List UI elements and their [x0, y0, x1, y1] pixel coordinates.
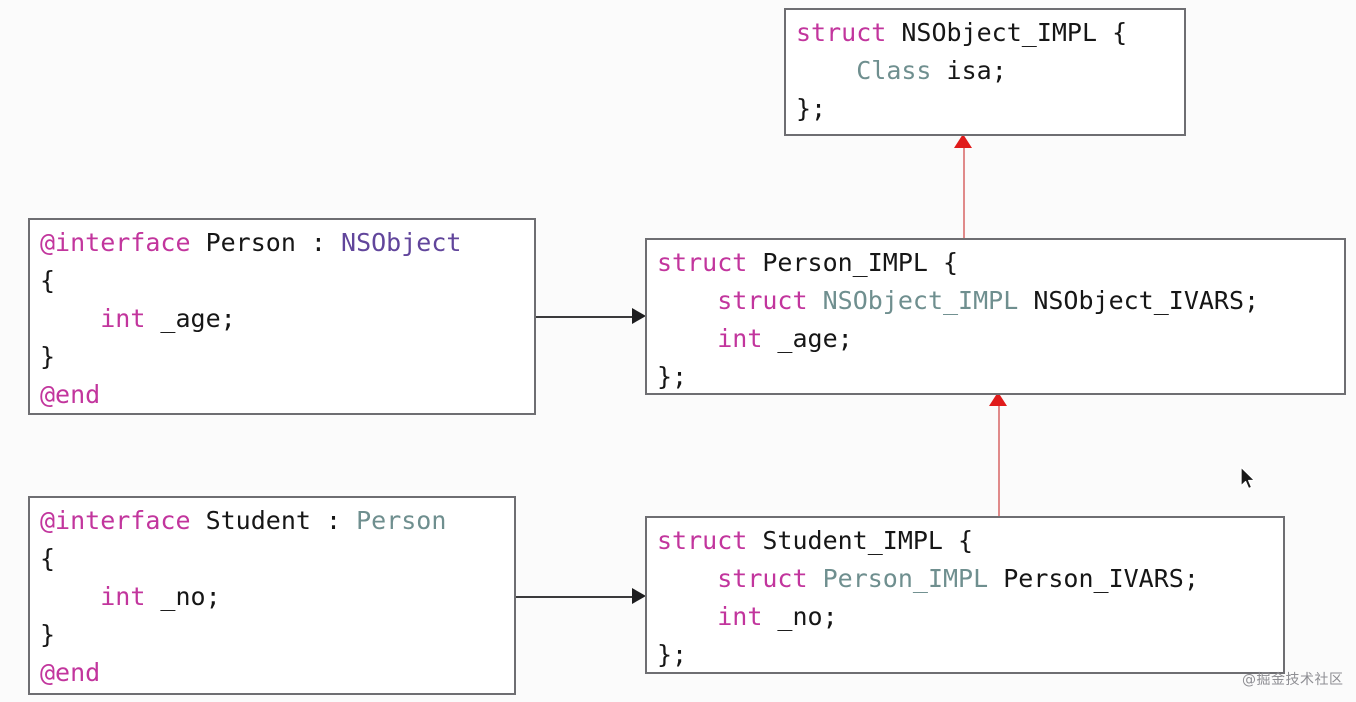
code-line: struct Student_IMPL { [657, 524, 1273, 562]
code-token [796, 56, 856, 85]
arrow-person-impl-inherits-nsobject-line [963, 148, 965, 272]
code-token [808, 564, 823, 593]
code-line: @end [40, 378, 524, 416]
code-token: }; [657, 362, 688, 391]
mouse-pointer-icon [1240, 466, 1256, 490]
arrow-person-impl-inherits-nsobject-head-icon [954, 134, 972, 148]
code-token: NSObject_IVARS; [1018, 286, 1260, 315]
code-token [657, 564, 717, 593]
code-token: isa; [931, 56, 1007, 85]
code-line: struct NSObject_IMPL { [796, 16, 1174, 54]
code-token: { [40, 544, 56, 573]
code-token: Person_IMPL { [747, 248, 959, 277]
code-token [40, 304, 100, 333]
code-token: NSObject [341, 228, 462, 257]
code-token: @interface [40, 228, 191, 257]
code-box-nsobject-impl: struct NSObject_IMPL { Class isa;}; [784, 8, 1186, 136]
code-line: Class isa; [796, 54, 1174, 92]
code-token: NSObject_IMPL [822, 286, 1019, 315]
code-token: NSObject_IMPL { [886, 18, 1128, 47]
code-token: Student : [190, 506, 357, 535]
code-line: int _age; [657, 322, 1334, 360]
arrow-student-impl-inherits-person-head-icon [989, 392, 1007, 406]
code-line: { [40, 542, 504, 580]
code-line: struct NSObject_IMPL NSObject_IVARS; [657, 284, 1334, 322]
code-token: Person [356, 506, 447, 535]
code-token: _age; [145, 304, 236, 333]
code-box-person-interface: @interface Person : NSObject{ int _age;}… [28, 218, 536, 415]
code-token: struct [796, 18, 887, 47]
code-token: _no; [145, 582, 221, 611]
arrow-student-interface-to-impl-head-icon [632, 588, 646, 604]
watermark-label: @掘金技术社区 [1242, 672, 1344, 688]
code-token: Person_IVARS; [988, 564, 1199, 593]
code-token: int [717, 324, 763, 353]
code-line: { [40, 264, 524, 302]
code-token: struct [657, 526, 748, 555]
code-line: int _no; [40, 580, 504, 618]
code-token: }; [796, 94, 827, 123]
code-line: struct Person_IMPL Person_IVARS; [657, 562, 1273, 600]
code-token: struct [717, 286, 808, 315]
code-token: @interface [40, 506, 191, 535]
arrow-person-interface-to-impl-head-icon [632, 308, 646, 324]
code-line: @interface Person : NSObject [40, 226, 524, 264]
code-line: }; [796, 92, 1174, 130]
code-token: } [40, 620, 56, 649]
code-line: }; [657, 360, 1334, 398]
code-line: @end [40, 656, 504, 694]
code-token [657, 286, 717, 315]
code-token: }; [657, 640, 688, 669]
code-token: Person_IMPL [822, 564, 989, 593]
code-token: Person : [190, 228, 342, 257]
arrow-student-interface-to-impl-line [516, 596, 634, 598]
arrow-student-impl-inherits-person-line [998, 406, 1000, 534]
code-line: } [40, 618, 504, 656]
code-box-person-impl: struct Person_IMPL { struct NSObject_IMP… [645, 238, 1346, 395]
code-token [808, 286, 823, 315]
code-line: } [40, 340, 524, 378]
code-box-student-impl: struct Student_IMPL { struct Person_IMPL… [645, 516, 1285, 674]
code-line: int _no; [657, 600, 1273, 638]
code-line: }; [657, 638, 1273, 676]
code-token [657, 602, 717, 631]
code-token: int [100, 304, 146, 333]
code-token: int [100, 582, 146, 611]
code-token: struct [717, 564, 808, 593]
arrow-person-interface-to-impl-line [536, 316, 634, 318]
code-token: struct [657, 248, 748, 277]
code-token: Student_IMPL { [747, 526, 974, 555]
code-token: { [40, 266, 56, 295]
code-token: } [40, 342, 56, 371]
code-token: int [717, 602, 763, 631]
code-token [40, 582, 100, 611]
code-token: _no; [762, 602, 838, 631]
code-line: @interface Student : Person [40, 504, 504, 542]
code-box-student-interface: @interface Student : Person{ int _no;}@e… [28, 496, 516, 695]
code-token: Class [856, 56, 932, 85]
code-token [657, 324, 717, 353]
code-token: _age; [762, 324, 853, 353]
code-token: @end [40, 658, 101, 687]
code-line: struct Person_IMPL { [657, 246, 1334, 284]
code-line: int _age; [40, 302, 524, 340]
code-token: @end [40, 380, 101, 409]
